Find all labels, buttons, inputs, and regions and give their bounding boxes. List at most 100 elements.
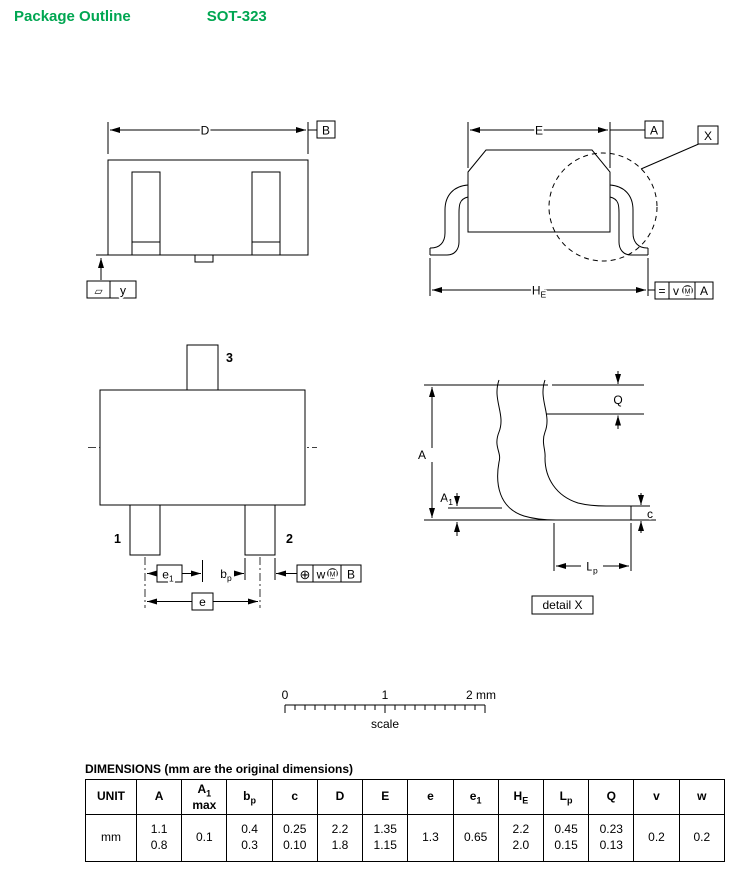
dim-label-e-pitch: e [199,595,206,609]
flatness-icon: ▱ [94,286,103,298]
dimension-q: Q [546,371,644,429]
cell-d: 2.2 1.8 [316,814,364,862]
dim-label-q: Q [613,393,622,407]
col-header-e: e [407,779,454,815]
dim-label-a: A [418,448,426,462]
cell-v: 0.2 [633,814,680,862]
dimension-d: D [107,122,317,154]
dimensions-section: DIMENSIONS (mm are the original dimensio… [85,762,726,862]
col-header-v: v [633,779,680,815]
he-frame-modifier: M [685,288,691,295]
he-frame-symbol: = [658,284,665,298]
scale-tick-0: 0 [282,688,289,702]
dim-label-lp: Lp [586,560,598,576]
pin-1: 1 [114,504,161,556]
datum-y-frame: ▱ y [86,258,137,299]
datum-a-box: A [644,120,664,139]
dimension-e-pitch: e [147,557,261,611]
col-header-e1: e1 [452,779,499,815]
dimension-a1: A1 [439,489,502,536]
side-view: E A X HE [429,120,719,301]
dim-label-e-body: E [535,124,543,138]
cell-e-body: 1.35 1.15 [362,814,409,862]
col-header-bp: bp [226,779,273,815]
detail-x-caption: detail X [542,598,582,612]
col-header-a: A [135,779,183,815]
he-frame-datum: A [700,284,708,298]
dim-label-he: HE [532,284,547,300]
table-row: mm 1.1 0.8 0.1 0.4 0.3 0.25 0.10 2.2 1.8… [85,814,726,862]
pin-1-label: 1 [114,532,121,546]
cell-bp: 0.4 0.3 [226,814,273,862]
col-header-d: D [316,779,364,815]
bp-frame-tolerance: w [316,568,326,582]
detail-x-ref-label: X [704,129,712,143]
col-header-unit: UNIT [85,779,137,815]
tolerance-frame-bp: ⊕ w M B [296,564,362,584]
front-view: D B ▱ y [86,120,336,299]
dim-label-d: D [201,124,210,138]
he-frame-tolerance: v [673,284,679,298]
cell-he: 2.2 2.0 [497,814,544,862]
scale-ruler [284,704,486,713]
dimension-e1: e1 [144,557,203,608]
dim-label-e1: e1 [162,568,174,584]
dimension-a: A [416,384,548,518]
page-title: Package Outline [14,8,131,25]
pin-2-label: 2 [286,532,293,546]
pin-2: 2 [244,504,293,556]
pin-3-label: 3 [226,351,233,365]
package-outline-drawing: D B ▱ y [86,120,719,733]
top-view: 3 1 2 e1 bp [88,344,362,611]
datum-b-box: B [316,120,336,139]
col-header-lp: Lp [542,779,590,815]
dimension-lp: Lp [553,523,632,577]
col-header-c: c [271,779,318,815]
pin-3: 3 [186,344,233,391]
cell-lp: 0.45 0.15 [542,814,590,862]
detail-x-label: detail X [531,595,594,615]
cell-w: 0.2 [678,814,726,862]
dimension-c: c [631,493,655,533]
bp-frame-datum: B [347,568,355,582]
col-header-he: HE [497,779,544,815]
dimensions-caption: DIMENSIONS (mm are the original dimensio… [85,762,354,776]
detail-x-ref-box: X [697,125,719,145]
col-header-e-body: E [362,779,409,815]
detail-x-view: A A1 Q c [416,371,656,615]
col-header-q: Q [588,779,635,815]
package-body-front [96,159,309,263]
dimension-he: HE [429,258,655,301]
cell-e: 1.3 [407,814,454,862]
dim-label-a1: A1 [440,491,453,507]
cell-a: 1.1 0.8 [135,814,183,862]
circled-m-icon [327,568,338,579]
dim-label-c: c [647,507,653,521]
tolerance-frame-he: = v M A [654,281,714,300]
cell-a1-max: 0.1 [181,814,228,862]
col-header-w: w [678,779,726,815]
lead-detail [424,379,656,521]
package-body-side [429,149,649,256]
circled-m-icon [682,285,693,296]
scale-bar: 0 1 2 mm scale [280,686,498,733]
flatness-ref-label: y [120,284,126,298]
cell-unit: mm [85,814,137,862]
scale-label: scale [371,717,399,731]
dimension-e: E [467,122,645,168]
detail-x-circle [548,142,702,262]
dimension-bp: bp [219,558,297,585]
dim-label-bp: bp [220,567,232,583]
package-body-top [99,389,306,506]
cell-e1: 0.65 [452,814,499,862]
scale-tick-2: 2 mm [466,688,496,702]
cell-c: 0.25 0.10 [271,814,318,862]
datum-a-label: A [650,124,658,138]
datum-b-label: B [322,124,330,138]
bp-frame-symbol: ⊕ [300,567,311,582]
